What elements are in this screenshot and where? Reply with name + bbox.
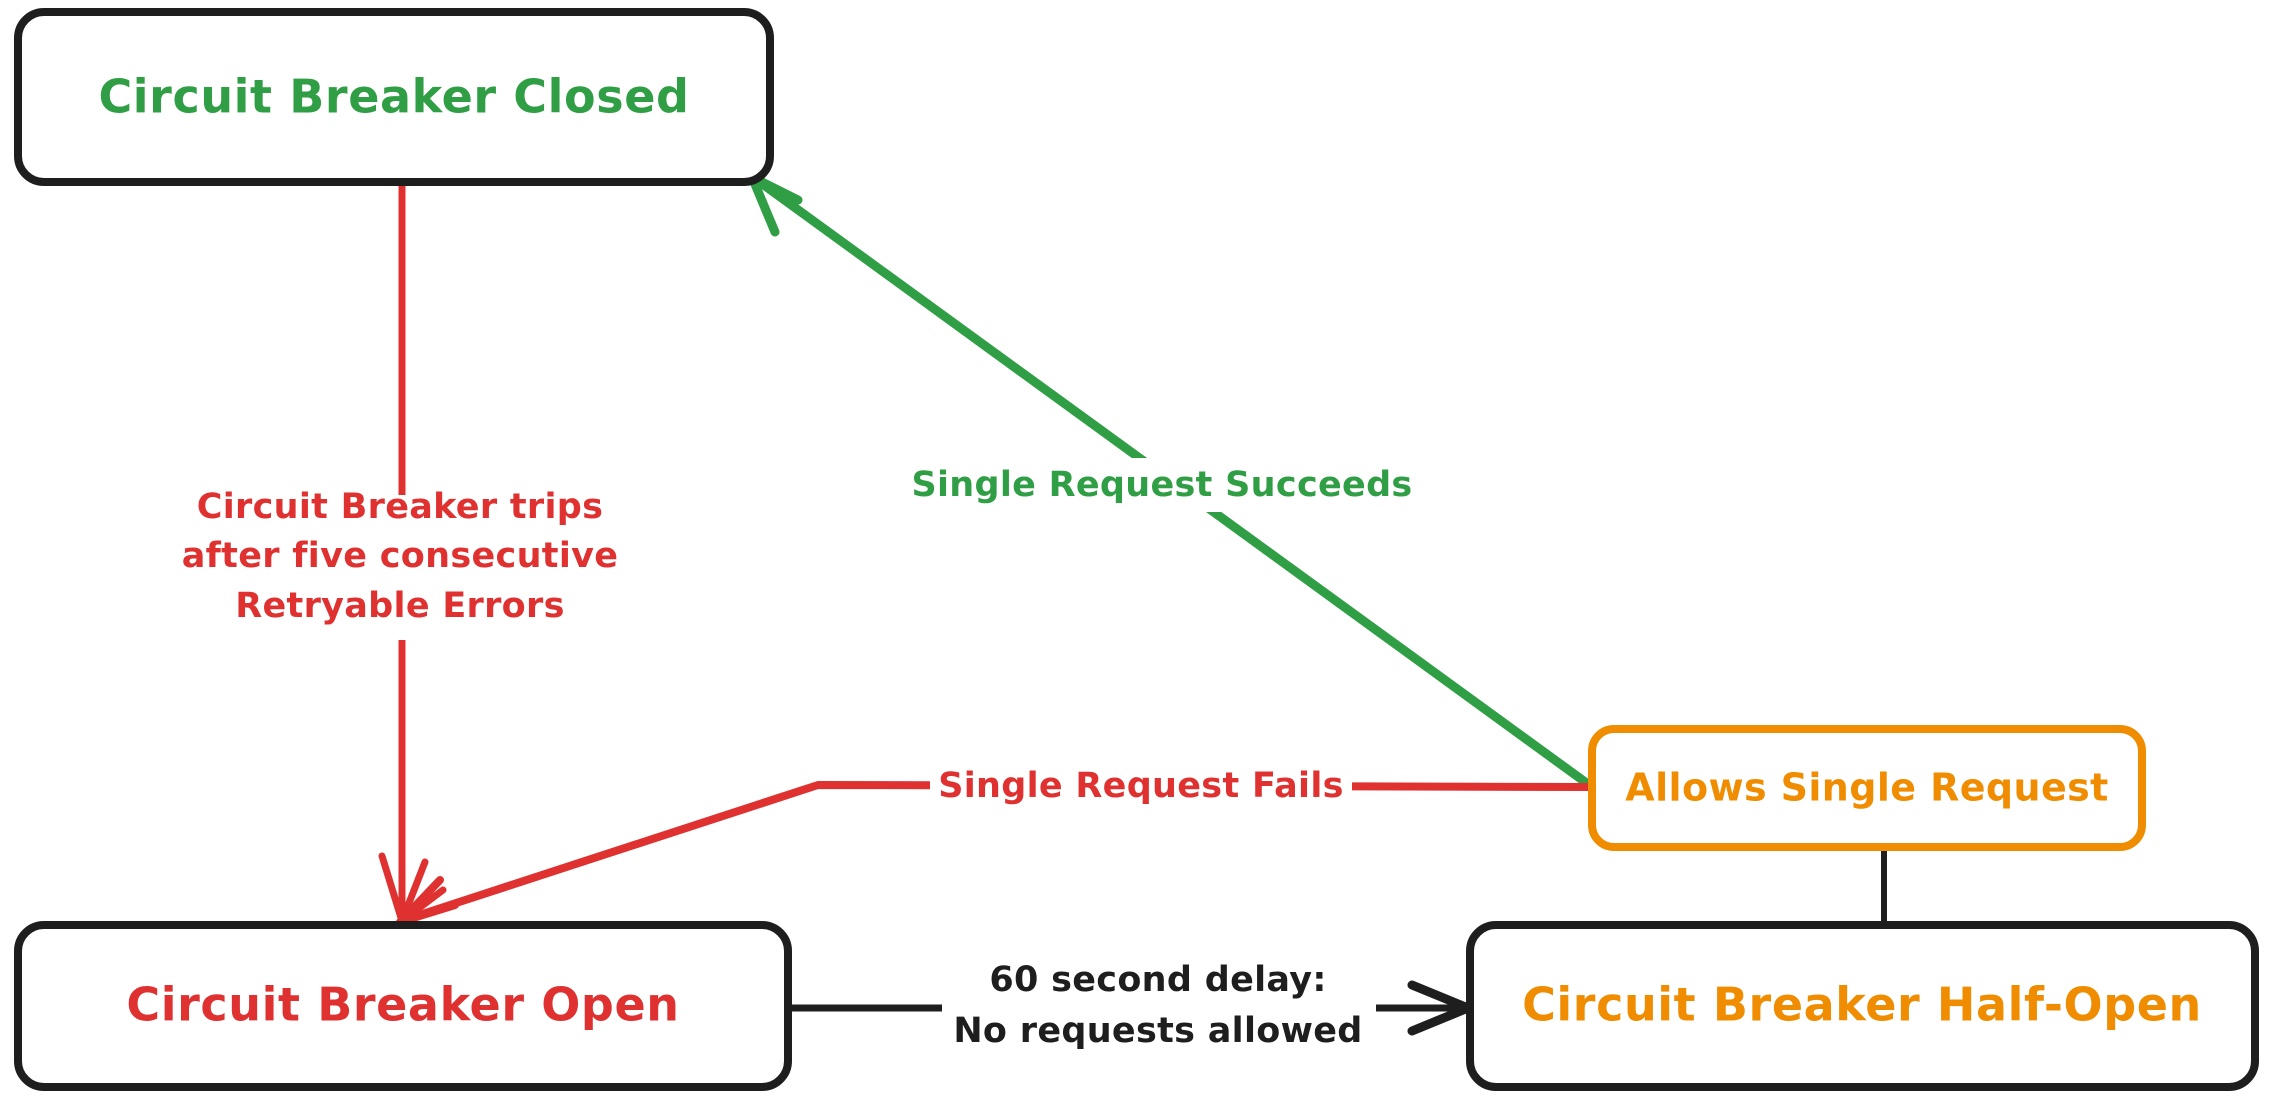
node-circuit-breaker-open-label: Circuit Breaker Open [126, 978, 679, 1032]
edge-label-open-to-half-open: 60 second delay: No requests allowed [942, 952, 1376, 1064]
edge-label-allows-to-open-bg [930, 761, 1352, 813]
node-circuit-breaker-half-open-label: Circuit Breaker Half-Open [1522, 978, 2202, 1032]
edge-label-closed-to-open-line1: Circuit Breaker trips [197, 487, 604, 527]
edge-label-closed-to-open-bg [178, 495, 626, 640]
node-allows-single-request-label: Allows Single Request [1625, 766, 2108, 810]
node-circuit-breaker-half-open[interactable]: Circuit Breaker Half-Open [1466, 921, 2259, 1091]
node-circuit-breaker-closed[interactable]: Circuit Breaker Closed [14, 8, 774, 186]
edge-label-allows-to-open: Single Request Fails [930, 761, 1352, 813]
edge-label-closed-to-open: Circuit Breaker trips after five consecu… [178, 487, 626, 640]
edge-label-open-to-half-open-line2: No requests allowed [953, 1011, 1362, 1051]
node-allows-single-request-box[interactable] [1588, 725, 2146, 851]
edge-label-allows-to-open-text: Single Request Fails [938, 766, 1344, 806]
edge-label-open-to-half-open-line1: 60 second delay: [989, 960, 1326, 1000]
edge-label-allows-to-closed-bg [918, 458, 1406, 512]
edge-label-open-to-half-open-bg [942, 952, 1376, 1064]
node-circuit-breaker-closed-box[interactable] [14, 8, 774, 186]
node-allows-single-request[interactable]: Allows Single Request [1588, 725, 2146, 851]
edge-label-allows-to-closed: Single Request Succeeds [911, 458, 1412, 512]
node-circuit-breaker-closed-label: Circuit Breaker Closed [98, 70, 689, 124]
node-circuit-breaker-half-open-box[interactable] [1466, 921, 2259, 1091]
edge-label-closed-to-open-line3: Retryable Errors [235, 586, 564, 626]
edge-label-allows-to-closed-text: Single Request Succeeds [911, 465, 1412, 505]
node-circuit-breaker-open-box[interactable] [14, 921, 792, 1091]
edge-label-closed-to-open-line2: after five consecutive [182, 536, 619, 576]
node-circuit-breaker-open[interactable]: Circuit Breaker Open [14, 921, 792, 1091]
